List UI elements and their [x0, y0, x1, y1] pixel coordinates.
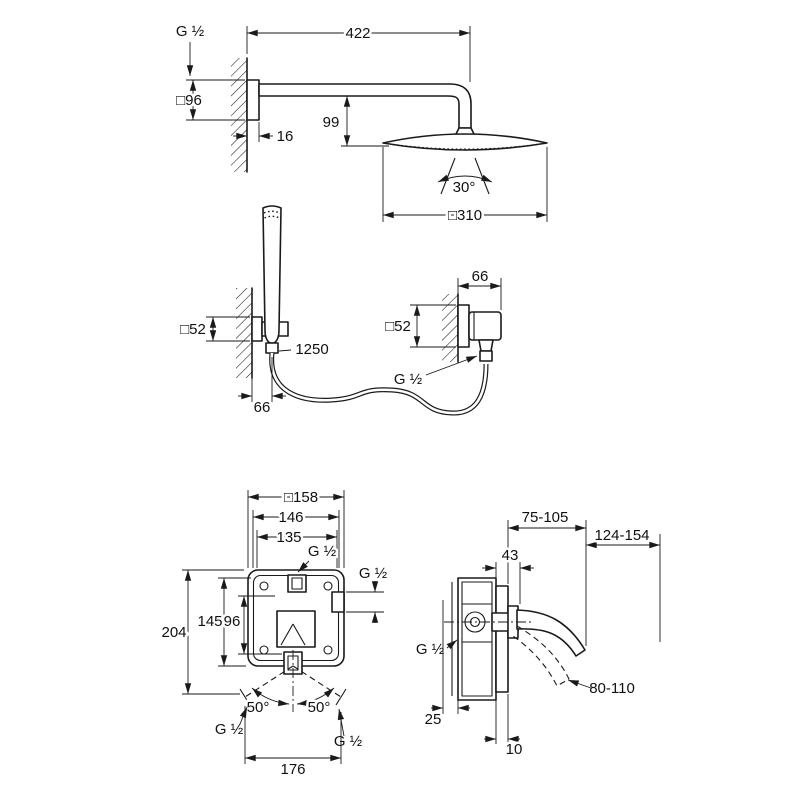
hand-shower — [262, 205, 282, 344]
dim-label-52sq-holder: □52 — [180, 321, 206, 338]
spray-angle: 30° — [437, 157, 493, 199]
dim-escutcheon-96: □96 — [174, 79, 245, 121]
dim-thread-side: G ½ — [346, 563, 390, 623]
dim-depth-min: 25 — [422, 600, 470, 731]
dim-label-96sq: □96 — [176, 92, 202, 109]
head-shower-view: 422 G ½ □96 99 16 30° — [173, 21, 548, 227]
dim-arm-length: 422 — [246, 23, 471, 82]
dim-wall-offset: 16 — [233, 122, 296, 148]
wall-outlet-view: 66 □52 G ½ — [383, 266, 502, 391]
dim-label-50-left: 50° — [247, 699, 270, 716]
dim-label-66-holder: 66 — [254, 399, 271, 416]
lever-handle-swung — [512, 625, 570, 687]
outlet-hose-nut — [479, 350, 493, 362]
label-side-thread: G ½ — [413, 639, 458, 661]
dim-label-50-right: 50° — [308, 699, 331, 716]
mixer-side-view: 75-105 124-154 43 G ½ 25 — [413, 507, 661, 761]
dim-label-204: 204 — [161, 624, 186, 641]
dim-swivel-angles: 50° 50° — [244, 687, 335, 719]
dim-label-52sq-outlet: □52 — [385, 318, 411, 335]
shower-hose — [269, 352, 489, 416]
dim-depth-plate: 75-105 — [507, 507, 587, 646]
shower-head — [382, 133, 548, 151]
shower-arm — [258, 83, 472, 129]
dim-label-g12-outlet: G ½ — [394, 371, 423, 388]
label-thread-bottom-left: G ½ — [212, 706, 248, 741]
dim-label-422: 422 — [345, 25, 370, 42]
dim-label-135: 135 — [276, 529, 301, 546]
dim-label-g12-bl: G ½ — [215, 721, 244, 738]
label-outlet-thread: G ½ — [391, 355, 478, 391]
lever-handle — [516, 609, 586, 657]
label-thread-bottom-right: G ½ — [331, 708, 365, 753]
label-arm-thread: G ½ — [173, 21, 207, 76]
dim-holder-depth: 66 — [238, 357, 286, 419]
dim-label-1250: 1250 — [295, 341, 328, 358]
dim-label-10: 10 — [506, 741, 523, 758]
dim-label-176: 176 — [280, 761, 305, 778]
dim-plate-gap: 10 — [484, 694, 525, 761]
rough-in-front-view: □158 146 135 G ½ G ½ — [159, 487, 390, 781]
dim-label-25: 25 — [425, 711, 442, 728]
wall-hatch — [236, 288, 252, 378]
label-lever-range: 80-110 — [567, 678, 637, 700]
wall-hatch — [442, 294, 458, 362]
dim-outlet-depth: 66 — [457, 266, 502, 310]
dim-holder-escutcheon: □52 — [178, 316, 250, 342]
dim-label-66-outlet: 66 — [472, 268, 489, 285]
hand-shower-view: □52 1250 66 — [178, 205, 489, 419]
dim-label-g12-arm: G ½ — [176, 23, 205, 40]
dim-depth-total: 124-154 — [586, 525, 661, 642]
screw-hole — [323, 645, 333, 655]
outlet-escutcheon — [457, 304, 470, 348]
dim-label-75-105: 75-105 — [522, 509, 569, 526]
hand-spray-face — [263, 210, 281, 214]
holder-escutcheon — [251, 316, 263, 342]
dim-handle-offset: 43 — [482, 545, 534, 604]
dim-label-124-154: 124-154 — [594, 527, 649, 544]
dim-label-310sq: □310 — [448, 207, 482, 224]
dim-head-width: □310 — [382, 147, 548, 227]
dim-height-96: 96 — [221, 595, 282, 655]
dim-label-g12-br: G ½ — [334, 733, 363, 750]
dim-label-g12-side: G ½ — [359, 565, 388, 582]
dim-height-145: 145 — [195, 577, 251, 667]
dim-width-ports: 176 — [244, 706, 342, 781]
side-port — [331, 591, 345, 613]
dim-label-g12-top: G ½ — [308, 543, 337, 560]
dim-label-145: 145 — [197, 613, 222, 630]
outlet-nipple — [478, 339, 494, 352]
dim-width-146: 146 — [252, 507, 340, 568]
dim-label-146: 146 — [278, 509, 303, 526]
dim-label-43: 43 — [502, 547, 519, 564]
trim-plate — [495, 585, 509, 693]
dim-label-g12-side-view: G ½ — [416, 641, 445, 658]
dim-label-80-110: 80-110 — [589, 680, 635, 697]
dim-label-158sq: □158 — [284, 489, 318, 506]
dim-label-99: 99 — [323, 114, 340, 131]
label-hose-length: 1250 — [278, 339, 331, 361]
dim-head-drop: 99 — [320, 96, 389, 147]
wall-hatch — [231, 58, 247, 172]
screw-hole — [323, 581, 333, 591]
mixer-body — [457, 577, 497, 701]
dim-outlet-escutcheon: □52 — [383, 304, 456, 348]
dim-label-16: 16 — [277, 128, 294, 145]
dim-label-96: 96 — [224, 613, 241, 630]
dim-width-135: 135 — [256, 527, 338, 568]
hose-nut — [265, 342, 279, 354]
arm-flange — [246, 79, 260, 121]
label-thread-top: G ½ — [297, 541, 339, 573]
spray-face — [392, 143, 538, 150]
dim-height-204: 204 — [159, 569, 244, 695]
screw-hole — [259, 581, 269, 591]
dim-label-30deg: 30° — [453, 179, 476, 196]
dim-width-outer: □158 — [247, 487, 345, 568]
